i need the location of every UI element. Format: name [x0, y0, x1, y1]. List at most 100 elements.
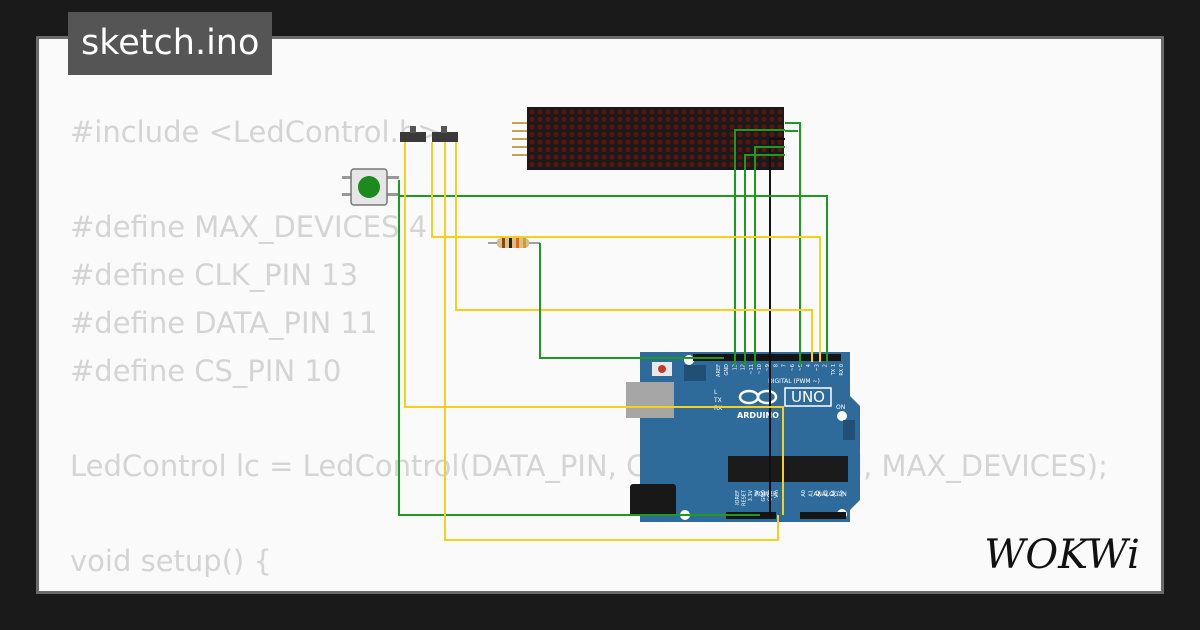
matrix-led: [633, 131, 639, 138]
matrix-led: [705, 139, 711, 145]
matrix-led: [617, 139, 623, 145]
matrix-led: [729, 139, 735, 145]
analog-pin-label: A3: [824, 490, 830, 497]
matrix-led: [649, 146, 655, 153]
digital-pin-label: RX 0: [839, 364, 845, 376]
matrix-led: [689, 154, 695, 160]
on-led-label: ON: [836, 404, 845, 411]
matrix-led: [553, 131, 559, 138]
matrix-led: [601, 109, 607, 115]
digital-pin-label: 2: [823, 364, 829, 367]
matrix-led: [585, 154, 591, 160]
matrix-led: [737, 109, 743, 115]
matrix-led: [697, 139, 703, 145]
wokwi-logo: WOKWi: [984, 532, 1140, 578]
matrix-led: [697, 109, 703, 115]
matrix-led: [545, 139, 551, 145]
digital-pin-label: 7: [782, 364, 788, 367]
matrix-led: [625, 146, 631, 153]
arduino-uno-board[interactable]: UNO ARDUINO DIGITAL (PWM ~) POWER ANALOG…: [626, 352, 860, 522]
power-pin-label: GND: [761, 490, 767, 502]
matrix-led: [625, 116, 631, 123]
matrix-led: [745, 124, 751, 130]
matrix-led: [649, 109, 655, 115]
matrix-led: [633, 124, 639, 130]
matrix-led: [529, 131, 535, 138]
matrix-led: [681, 131, 687, 138]
matrix-led: [777, 116, 783, 123]
matrix-led: [641, 116, 647, 123]
power-jack: [630, 484, 676, 516]
power-pin-label: 3.3V: [748, 489, 754, 501]
matrix-led: [561, 161, 567, 168]
power-pin-label: RESET: [742, 489, 748, 506]
matrix-led: [665, 131, 671, 138]
matrix-led: [625, 124, 631, 130]
matrix-led: [697, 146, 703, 153]
matrix-led: [729, 116, 735, 123]
slide-switch-1[interactable]: [400, 126, 426, 142]
power-pin-label: Vin: [774, 490, 780, 498]
matrix-led: [761, 109, 767, 115]
matrix-led: [641, 131, 647, 138]
matrix-led: [553, 154, 559, 160]
matrix-led: [545, 161, 551, 168]
matrix-led: [777, 109, 783, 115]
matrix-led: [657, 154, 663, 160]
matrix-led: [593, 124, 599, 130]
wire-matrix-vcc: [785, 122, 801, 366]
power-pin-label: IOREF: [735, 490, 741, 505]
matrix-led: [745, 109, 751, 115]
matrix-led: [617, 124, 623, 130]
matrix-led: [585, 139, 591, 145]
matrix-led: [697, 124, 703, 130]
matrix-led: [721, 154, 727, 160]
matrix-led: [577, 146, 583, 153]
led-matrix-module[interactable]: [512, 107, 784, 170]
digital-pin-label: AREF: [716, 364, 722, 377]
matrix-led: [545, 109, 551, 115]
power-label: POWER: [755, 491, 777, 498]
matrix-led: [529, 139, 535, 145]
matrix-led: [593, 109, 599, 115]
matrix-led: [697, 131, 703, 138]
digital-pin-label: ~9: [765, 364, 771, 371]
matrix-led: [777, 146, 783, 153]
matrix-led: [601, 161, 607, 168]
analog-pin-label: A1: [809, 490, 815, 497]
matrix-led: [713, 146, 719, 153]
matrix-led: [553, 139, 559, 145]
board-model-label: UNO: [791, 388, 825, 406]
matrix-led: [641, 109, 647, 115]
matrix-led: [713, 161, 719, 168]
matrix-led: [585, 131, 591, 138]
digital-pin-label: ~3: [814, 364, 820, 371]
digital-pin-label: 13: [732, 364, 738, 370]
analog-header: [800, 512, 846, 519]
matrix-led: [681, 146, 687, 153]
matrix-led: [625, 131, 631, 138]
matrix-led: [673, 116, 679, 123]
matrix-led: [633, 154, 639, 160]
matrix-led: [617, 131, 623, 138]
matrix-led: [697, 116, 703, 123]
matrix-led: [657, 124, 663, 130]
slide-switch-2[interactable]: [432, 126, 458, 142]
status-led-label: L: [714, 389, 718, 396]
matrix-led: [769, 124, 775, 130]
matrix-led: [761, 139, 767, 145]
matrix-led: [545, 154, 551, 160]
matrix-led: [665, 146, 671, 153]
pushbutton[interactable]: [342, 168, 399, 206]
matrix-led: [761, 146, 767, 153]
matrix-led: [729, 146, 735, 153]
matrix-led: [545, 131, 551, 138]
matrix-led: [641, 146, 647, 153]
matrix-led: [585, 161, 591, 168]
matrix-led: [673, 161, 679, 168]
matrix-led: [713, 116, 719, 123]
matrix-led: [729, 124, 735, 130]
file-tab[interactable]: sketch.ino: [68, 12, 273, 75]
matrix-led: [641, 161, 647, 168]
